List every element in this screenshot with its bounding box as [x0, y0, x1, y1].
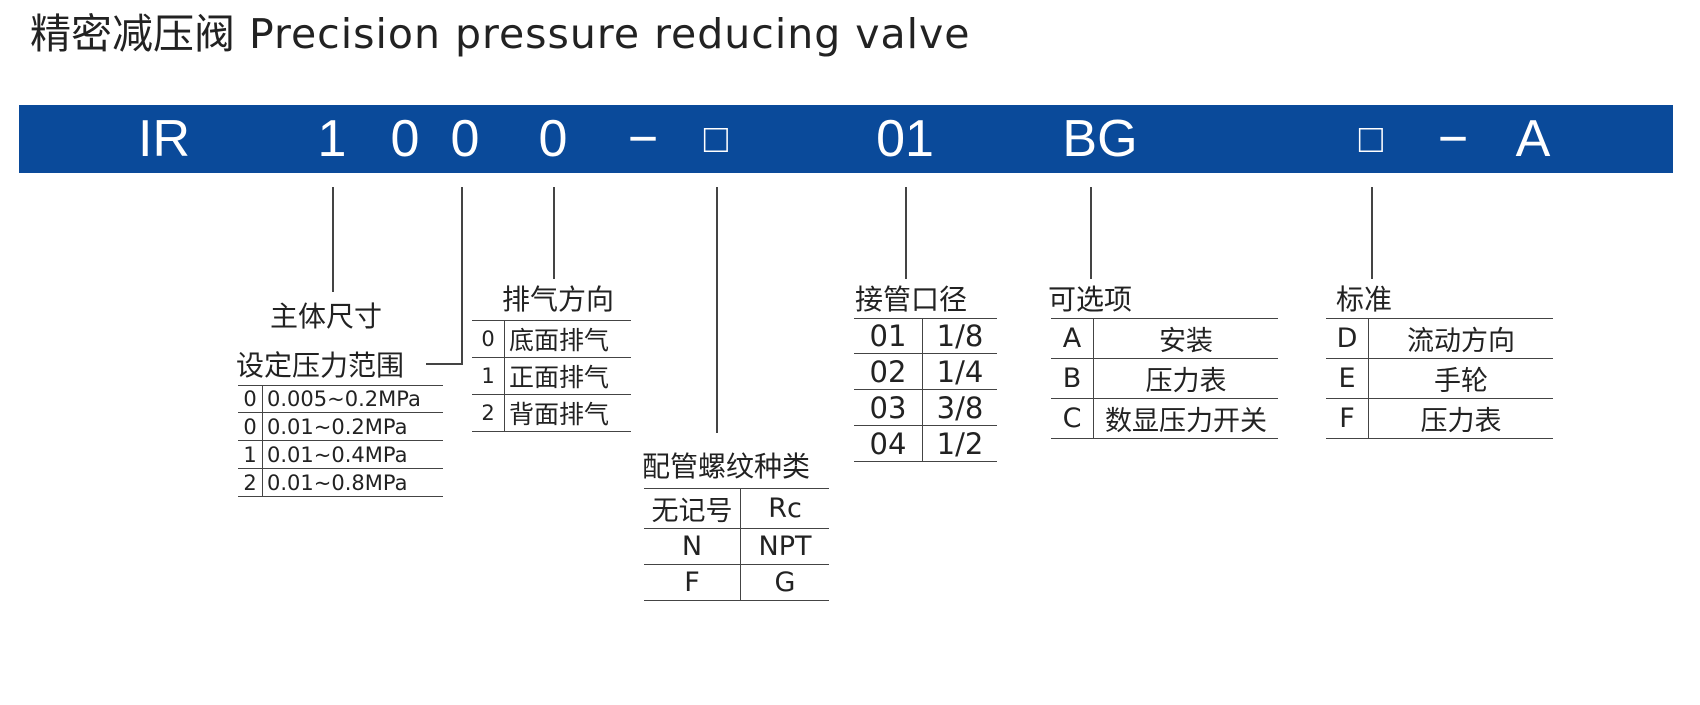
page-title: 精密减压阀 Precision pressure reducing valve: [30, 4, 971, 64]
exhaust-table: 0 底面排气 1 正面排气 2 背面排气: [472, 320, 631, 432]
table-row: 0 底面排气: [472, 320, 631, 358]
table-row: 0 0.01~0.2MPa: [238, 412, 443, 441]
pressure-range-label: 设定压力范围: [236, 349, 405, 382]
table-row: E 手轮: [1326, 358, 1553, 399]
title-en: Precision pressure reducing valve: [249, 10, 971, 58]
leader-standard: [1371, 187, 1373, 279]
table-row: 2 0.01~0.8MPa: [238, 468, 443, 497]
standard-label: 标准: [1336, 283, 1393, 316]
port-table: 01 1/8 02 1/4 03 3/8 04 1/2: [854, 318, 997, 462]
leader-pressure-range: [461, 187, 463, 364]
table-row: 1 正面排气: [472, 357, 631, 395]
code-pressure-range-1: 0: [390, 110, 420, 168]
table-row: 01 1/8: [854, 318, 997, 354]
leader-options: [1090, 187, 1092, 279]
table-row: 0 0.005~0.2MPa: [238, 385, 443, 413]
code-thread-box: □: [703, 117, 729, 161]
thread-table: 无记号 Rc N NPT F G: [644, 488, 829, 601]
table-row: B 压力表: [1051, 358, 1278, 399]
leader-pressure-range-elbow: [426, 363, 463, 365]
table-row: 04 1/2: [854, 425, 997, 462]
table-row: 2 背面排气: [472, 394, 631, 432]
leader-exhaust: [553, 187, 555, 279]
table-row: A 安装: [1051, 318, 1278, 359]
table-row: N NPT: [644, 528, 829, 565]
code-port: 01: [876, 110, 934, 168]
exhaust-label: 排气方向: [502, 283, 615, 316]
title-zh: 精密减压阀: [30, 10, 235, 58]
table-row: 无记号 Rc: [644, 488, 829, 529]
pressure-range-table: 0 0.005~0.2MPa 0 0.01~0.2MPa 1 0.01~0.4M…: [238, 385, 443, 497]
code-dash-1: −: [627, 110, 659, 168]
code-body-size: 1: [317, 110, 347, 168]
table-row: 1 0.01~0.4MPa: [238, 440, 443, 469]
code-option: BG: [1062, 110, 1138, 168]
table-row: D 流动方向: [1326, 318, 1553, 359]
code-pressure-range-2: 0: [450, 110, 480, 168]
code-dash-2: −: [1437, 110, 1469, 168]
leader-thread: [716, 187, 718, 433]
table-row: 03 3/8: [854, 389, 997, 426]
options-label: 可选项: [1048, 283, 1133, 316]
table-row: 02 1/4: [854, 353, 997, 390]
body-size-label: 主体尺寸: [270, 300, 383, 333]
port-label: 接管口径: [855, 283, 968, 316]
model-code-bar: [19, 105, 1673, 173]
table-row: F G: [644, 564, 829, 601]
leader-port: [905, 187, 907, 279]
options-table: A 安装 B 压力表 C 数显压力开关: [1051, 318, 1278, 439]
code-standard-box: □: [1358, 117, 1384, 161]
code-suffix: A: [1515, 110, 1551, 168]
table-row: C 数显压力开关: [1051, 398, 1278, 439]
leader-body-size: [332, 187, 334, 292]
table-row: F 压力表: [1326, 398, 1553, 439]
code-exhaust: 0: [538, 110, 568, 168]
standard-table: D 流动方向 E 手轮 F 压力表: [1326, 318, 1553, 439]
code-series: IR: [138, 110, 190, 168]
thread-label: 配管螺纹种类: [642, 450, 811, 483]
